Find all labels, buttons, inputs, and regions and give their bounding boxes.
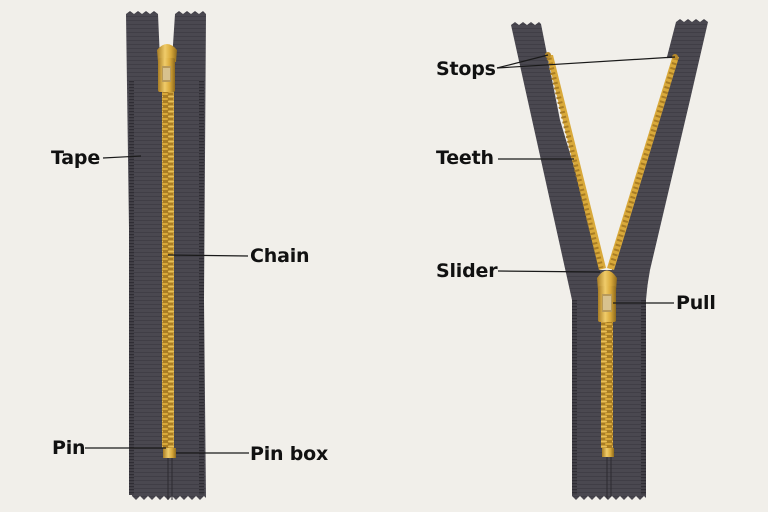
right-zipper-slider xyxy=(597,270,617,322)
label-pull: Pull xyxy=(676,292,716,314)
label-pin-box: Pin box xyxy=(250,443,329,465)
right-zipper-teeth-left xyxy=(547,55,606,270)
left-zipper-chain xyxy=(162,92,174,448)
leader-chain xyxy=(167,254,249,257)
label-slider: Slider xyxy=(436,260,498,282)
right-zipper-bottom-stop xyxy=(602,448,614,457)
leader-tape xyxy=(102,155,142,159)
left-zipper-slider xyxy=(157,44,177,92)
leader-stops-left xyxy=(496,54,549,69)
label-tape: Tape xyxy=(51,147,101,169)
left-zipper-pin-box xyxy=(163,448,176,458)
label-stops: Stops xyxy=(436,58,496,80)
leader-slider xyxy=(497,270,601,273)
label-pin: Pin xyxy=(52,437,86,459)
label-teeth: Teeth xyxy=(436,147,494,169)
right-zipper-chain xyxy=(601,320,613,448)
right-zipper xyxy=(511,19,708,512)
label-chain: Chain xyxy=(250,245,310,267)
leader-lines xyxy=(85,54,676,454)
leader-stops-right xyxy=(496,56,676,69)
left-zipper xyxy=(126,11,210,512)
